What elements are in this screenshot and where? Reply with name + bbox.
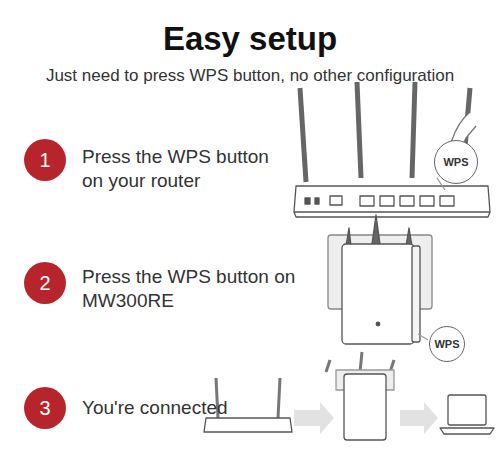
step-number: 1: [24, 139, 66, 181]
step-number: 2: [24, 262, 66, 304]
callout-number: 1: [39, 149, 50, 172]
wps-button-callout: WPS: [434, 140, 478, 184]
step-text: Press the WPS button on your router: [82, 145, 287, 193]
callout-number: 3: [39, 397, 50, 420]
step-text: You're connected: [82, 396, 232, 420]
wps-button-callout: WPS: [429, 326, 465, 362]
step-number: 3: [24, 387, 66, 429]
title: Easy setup: [0, 20, 500, 58]
extender-illustration: [328, 215, 432, 344]
router-illustration: [294, 82, 490, 217]
button-label: WPS: [443, 156, 468, 168]
subtitle: Just need to press WPS button, no other …: [0, 66, 500, 86]
step-text: Press the WPS button on MW300RE: [82, 265, 312, 313]
button-label: WPS: [434, 338, 459, 350]
callout-number: 2: [39, 272, 50, 295]
connection-illustration: [204, 352, 494, 440]
